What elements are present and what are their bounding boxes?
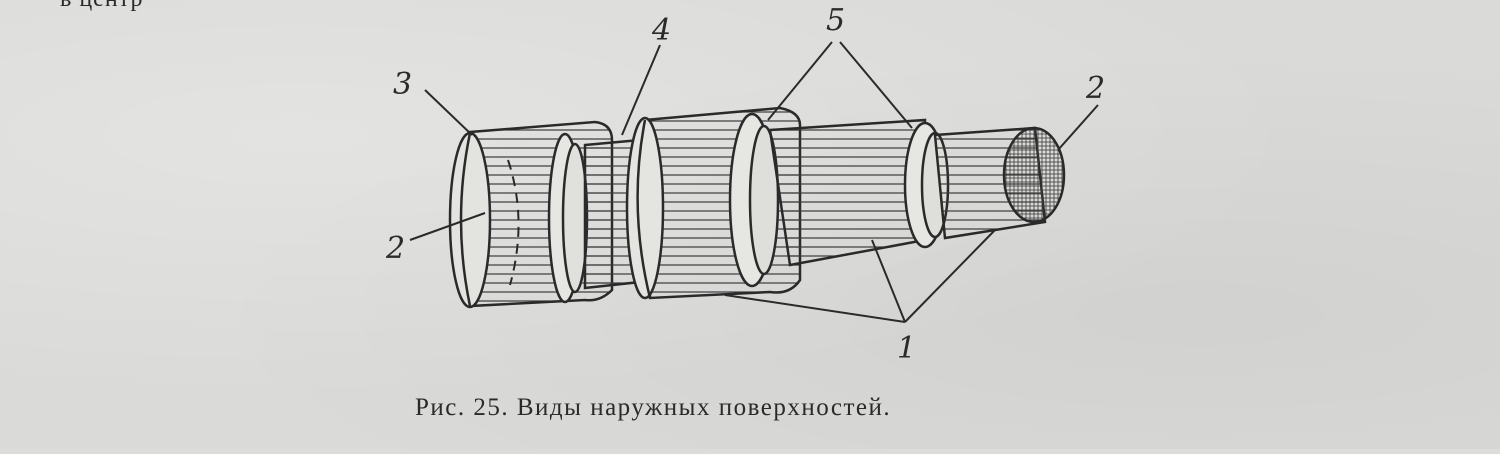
label-1: 1	[897, 331, 917, 366]
leader-4	[621, 44, 661, 136]
leader-2-left	[409, 212, 486, 241]
section-right-cylinder	[768, 118, 927, 267]
shaft-body	[448, 106, 1066, 309]
leader-5a	[767, 41, 833, 121]
leader-lines	[409, 41, 1099, 323]
label-3: 3	[393, 67, 413, 102]
leader-1a	[724, 294, 906, 323]
label-4: 4	[652, 13, 672, 48]
cut-off-text-line: в центр	[60, 0, 143, 13]
label-2-right: 2	[1086, 71, 1106, 106]
leader-1b	[871, 239, 906, 323]
leader-5b	[839, 41, 913, 129]
leader-1c	[904, 229, 996, 323]
leader-3	[424, 89, 473, 136]
middle-left-face	[625, 116, 665, 300]
right-end-face	[1002, 126, 1066, 224]
figure-caption: Рис. 25. Виды наружных поверхностей.	[415, 394, 892, 421]
label-2-left: 2	[386, 231, 406, 266]
label-5: 5	[826, 3, 846, 38]
left-end-face	[448, 131, 492, 309]
leader-2-right	[1057, 104, 1099, 151]
